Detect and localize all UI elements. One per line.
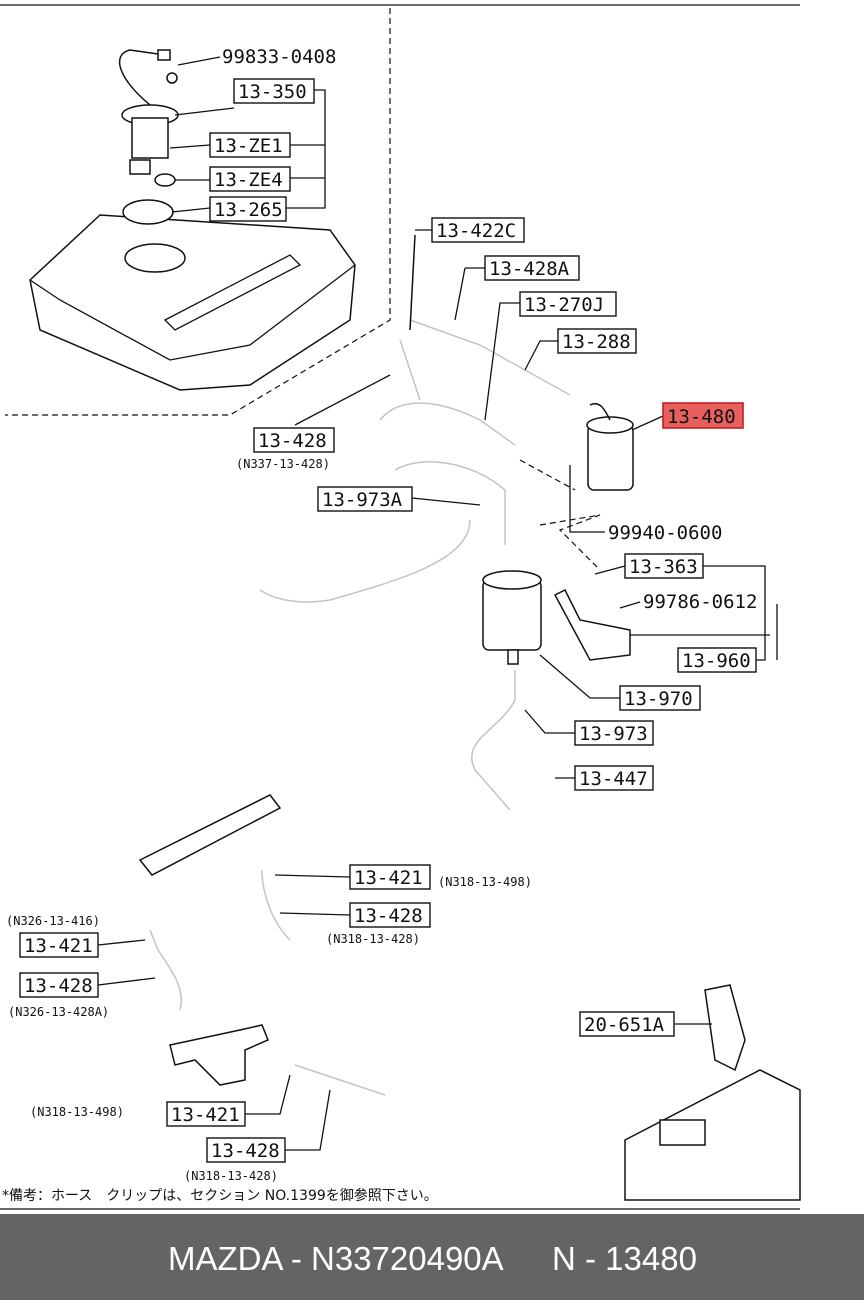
label-13-265: 13-265 — [214, 199, 283, 221]
footer-reference: N - 13480 — [552, 1240, 697, 1277]
hose-13-973 — [471, 670, 516, 811]
label-13-270J: 13-270J — [524, 294, 604, 316]
label-99833-0408: 99833-0408 — [222, 46, 336, 68]
box-13-428-bottom — [206, 1137, 286, 1163]
box-13-970 — [619, 685, 701, 711]
box-13-422C — [431, 217, 525, 243]
label-13-428-left-sub: (N326-13-428A) — [8, 1005, 109, 1019]
box-13-428-top — [253, 427, 335, 453]
box-13-428-mid — [349, 902, 431, 928]
box-13-447 — [574, 765, 654, 791]
box-13-973 — [574, 720, 654, 746]
label-13-970: 13-970 — [624, 688, 693, 710]
bracket-20-651A — [624, 984, 801, 1201]
leader-lines — [97, 56, 778, 1151]
label-13-421-bottom: 13-421 — [171, 1104, 240, 1126]
label-13-428-mid: 13-428 — [354, 905, 423, 927]
parts-diagram: 99833-0408 13-350 13-ZE1 13-ZE4 13-265 1… — [0, 4, 801, 1210]
bracket-13-960 — [553, 588, 631, 661]
label-13-480: 13-480 — [667, 406, 736, 428]
label-13-350: 13-350 — [238, 81, 307, 103]
label-13-973: 13-973 — [579, 723, 648, 745]
fuel-tank — [29, 214, 356, 391]
box-13-421-mid — [349, 864, 431, 890]
label-13-363: 13-363 — [629, 556, 698, 578]
box-13-480-highlight — [662, 402, 744, 429]
label-13-421-left-sub: (N326-13-416) — [6, 914, 100, 928]
fuel-filter-13-480 — [586, 403, 634, 491]
box-13-288 — [557, 328, 637, 354]
box-13-265 — [209, 196, 287, 222]
box-13-428-left — [19, 972, 99, 998]
label-13-428-top-sub: (N337-13-428) — [236, 457, 330, 471]
label-13-ZE4: 13-ZE4 — [214, 169, 283, 191]
hose-13-428-mid — [261, 869, 291, 941]
hose-13-973A — [394, 461, 506, 545]
footer-part-number: MAZDA - N33720490A — [168, 1240, 504, 1277]
box-20-651A — [579, 1011, 675, 1037]
canister-13-970 — [482, 570, 542, 665]
hose-13-270J — [379, 402, 516, 446]
box-13-ZE1 — [209, 132, 291, 158]
label-13-973A: 13-973A — [322, 489, 403, 511]
hose-13-428A — [409, 319, 571, 396]
hose-13-973A-extension — [259, 519, 471, 603]
box-13-973A — [317, 486, 413, 512]
pipe-lower — [169, 1024, 269, 1086]
box-13-960 — [677, 647, 757, 673]
label-13-428-bottom: 13-428 — [211, 1140, 280, 1162]
hose-13-428-bottom — [294, 1064, 386, 1096]
box-13-363 — [624, 553, 704, 579]
box-13-350 — [233, 78, 315, 104]
label-13-ZE1: 13-ZE1 — [214, 135, 283, 157]
fuel-pump-sender — [119, 49, 179, 225]
box-13-421-bottom — [166, 1101, 246, 1127]
label-13-428A: 13-428A — [489, 258, 570, 280]
label-13-422C: 13-422C — [436, 220, 516, 242]
label-13-428-left: 13-428 — [24, 975, 93, 997]
label-13-421-bottom-sub: (N318-13-498) — [30, 1105, 124, 1119]
label-13-288: 13-288 — [562, 331, 631, 353]
label-13-421-mid: 13-421 — [354, 867, 423, 889]
label-13-428-mid-sub: (N318-13-428) — [326, 932, 420, 946]
label-13-428-bottom-sub: (N318-13-428) — [184, 1169, 278, 1183]
label-99786-0612: 99786-0612 — [643, 591, 757, 613]
pipe-upper — [138, 794, 282, 876]
hose-13-428 — [399, 339, 421, 401]
box-13-421-left — [19, 932, 99, 958]
label-13-447: 13-447 — [579, 768, 648, 790]
box-13-270J — [519, 291, 617, 317]
box-13-428A — [484, 255, 580, 281]
label-99940-0600: 99940-0600 — [608, 522, 722, 544]
hose-13-428-left — [149, 929, 182, 1011]
tank-region-outline — [5, 8, 391, 416]
box-13-ZE4 — [209, 166, 291, 192]
label-13-428-top: 13-428 — [258, 430, 327, 452]
line-13-422C — [409, 234, 416, 331]
label-13-960: 13-960 — [682, 650, 751, 672]
footer-bar: MAZDA - N33720490A N - 13480 — [0, 1214, 864, 1300]
footnote: *備考：ホース クリップは、セクション NO.1399を御参照下さい。 — [2, 1187, 438, 1204]
label-20-651A: 20-651A — [584, 1014, 665, 1036]
label-13-421-mid-sub: (N318-13-498) — [438, 875, 532, 889]
label-13-421-left: 13-421 — [24, 935, 93, 957]
